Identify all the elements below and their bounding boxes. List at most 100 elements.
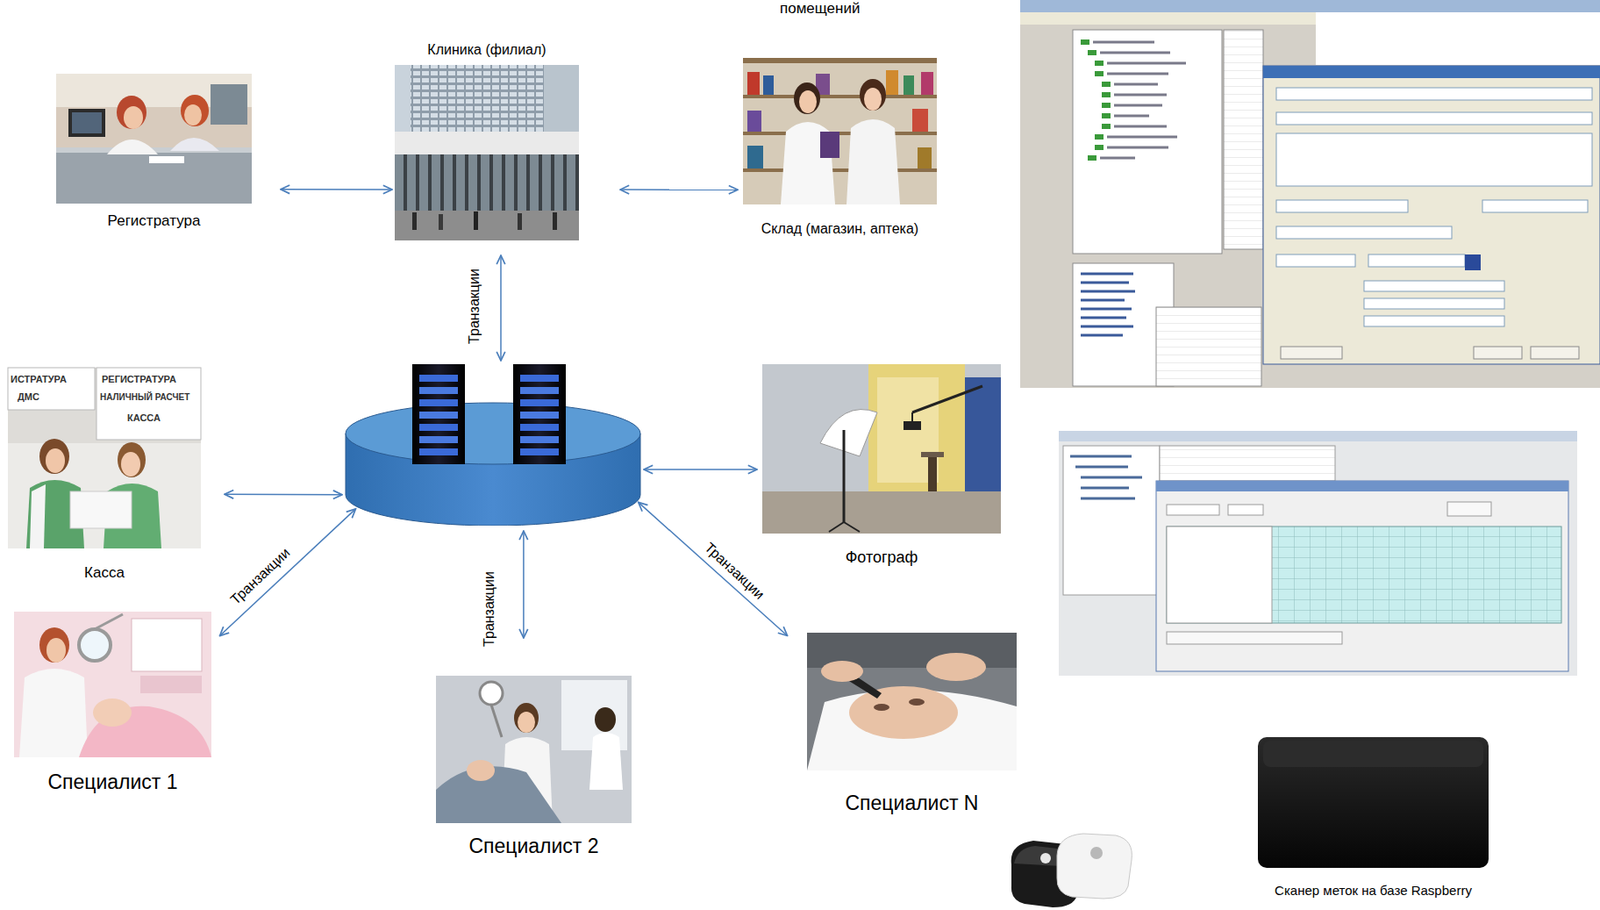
database-cylinder-shape-part-part: [419, 374, 458, 382]
database-cylinder-shape-part-part: [520, 435, 559, 443]
warehouse-photo-part: [742, 57, 937, 205]
software-screenshot-1-part: [1368, 254, 1465, 267]
sign-text: РЕГИСТРАТУРА: [101, 373, 177, 386]
warehouse-photo-part: [742, 131, 937, 136]
warehouse-photo-part: [921, 71, 934, 95]
specialist-2-photo-part: [514, 702, 539, 733]
clinic-building-photo-part: [438, 214, 443, 230]
node-caption: Регистратура: [107, 212, 201, 230]
database-cylinder-shape-part-part: [419, 411, 458, 419]
software-screenshot-1-part: [1276, 200, 1408, 213]
specialist-1-photo-part: [140, 675, 202, 693]
database-cylinder-shape-part: [412, 364, 465, 465]
node-caption: Фотограф: [845, 548, 919, 567]
database-cylinder-shape: [343, 362, 643, 526]
warehouse-photo-part: [793, 82, 821, 115]
reception-photo-part: [210, 84, 248, 125]
connector-label: Транзакции: [700, 538, 769, 605]
node-caption: Специалист 2: [468, 834, 599, 858]
reception-photo-part: [107, 139, 158, 155]
specialist-n-photo: [807, 632, 1017, 771]
cashier-photo-part: [70, 491, 132, 529]
warehouse-node: Склад (магазин, аптека): [742, 57, 937, 205]
software-screenshot-2-part: [1159, 445, 1336, 481]
warehouse-photo-part: [742, 94, 937, 99]
warehouse-photo-part: [846, 119, 900, 205]
database-cylinder-shape-part-part: [520, 423, 559, 431]
specialist-1-photo-part: [94, 614, 123, 629]
database-cylinder-shape-part-part: [520, 448, 559, 456]
database-cylinder-shape-part: [513, 364, 566, 465]
tag-buttons-photo-part: [1057, 833, 1132, 899]
cashier-photo-part: [117, 442, 146, 478]
database-cylinder-shape-part-part: [419, 386, 458, 394]
reception-photo-part: [149, 156, 185, 164]
clinic-building-photo-part: [394, 131, 579, 155]
photo-studio-photo-part: [964, 377, 1001, 496]
cashier-photo-part: [96, 367, 201, 440]
reception-photo-part: [170, 137, 220, 151]
clinic-node: Клиника (филиал): [394, 64, 579, 241]
node-caption: Сканер меток на базе Raspberry: [1274, 882, 1472, 898]
cashier-photo-part: [45, 448, 65, 473]
specialist-1-photo-part: [46, 637, 66, 663]
warehouse-photo: [742, 57, 937, 205]
software-screenshot-2-part: [1070, 456, 1143, 499]
database-cylinder-shape-part-part: [520, 399, 559, 407]
software-screenshot-1-part: [1364, 315, 1505, 327]
warehouse-photo-part: [763, 75, 774, 95]
clinic-building-photo: [394, 64, 579, 241]
photographer-node: Фотограф: [762, 364, 1001, 534]
warehouse-photo-part: [799, 90, 817, 114]
sign-text: ИСТРАТУРА: [10, 373, 67, 386]
database-cylinder: [343, 362, 643, 526]
software-screenshot-2: [1058, 430, 1578, 676]
database-cylinder-shape-part-part: [520, 386, 559, 394]
scanner-box-photo-part: [1257, 736, 1489, 868]
specialist-1-photo-part: [131, 618, 202, 672]
connector-arrow: [500, 255, 502, 361]
software-screenshot-1-part: [1092, 42, 1186, 158]
specialist-2-photo-part: [517, 711, 536, 733]
specialist-2-photo: [435, 675, 632, 823]
sign-text: КАССА: [127, 412, 161, 424]
specialist-2-photo-part: [435, 765, 562, 823]
connector-arrow: [220, 508, 357, 636]
connector-arrow: [522, 530, 525, 638]
specialist-1-photo-part: [19, 668, 88, 758]
warehouse-photo-part: [912, 108, 929, 132]
reception-photo-part: [123, 106, 143, 129]
connector-label: Транзакции: [466, 266, 483, 346]
database-cylinder-shape-part-part: [419, 448, 458, 456]
photo-studio-photo-part: [921, 451, 944, 458]
connector-arrow: [620, 188, 738, 191]
database-cylinder-shape-part-part: [513, 364, 566, 465]
warehouse-photo-part: [747, 110, 762, 132]
reception-photo-part: [184, 104, 202, 126]
clinic-building-photo-part: [412, 212, 417, 230]
software-screenshot-1-part: [1530, 346, 1579, 359]
database-cylinder-shape-part-part: [419, 423, 458, 431]
software-screenshot-1-part: [1020, 0, 1600, 388]
warehouse-photo-part: [747, 71, 760, 95]
database-cylinder-shape-part: [345, 402, 641, 465]
warehouse-photo-part: [903, 75, 915, 95]
cut-off-heading: помещений: [779, 0, 860, 18]
warehouse-photo-part: [747, 145, 764, 169]
specialist-node: Специалист 1: [14, 611, 212, 758]
software-screenshot-1-part: [1020, 0, 1600, 13]
clinic-building-photo-part: [394, 64, 579, 241]
warehouse-photo-part: [742, 168, 937, 172]
software-screenshot-1-part: [1473, 346, 1522, 359]
photo-studio-photo: [762, 364, 1001, 534]
photo-studio-photo-part: [903, 421, 922, 430]
software-screenshot-1-part: [1276, 254, 1356, 267]
warehouse-photo-part: [742, 57, 937, 64]
warehouse-photo-part: [885, 70, 899, 95]
sign-text: НАЛИЧНЫЙ РАСЧЕТ: [100, 392, 190, 403]
specialist-1-photo-part: [78, 628, 111, 661]
cashier-photo-part: [39, 438, 70, 474]
software-screenshot-1: [1020, 0, 1600, 388]
connector-arrow: [643, 468, 758, 471]
